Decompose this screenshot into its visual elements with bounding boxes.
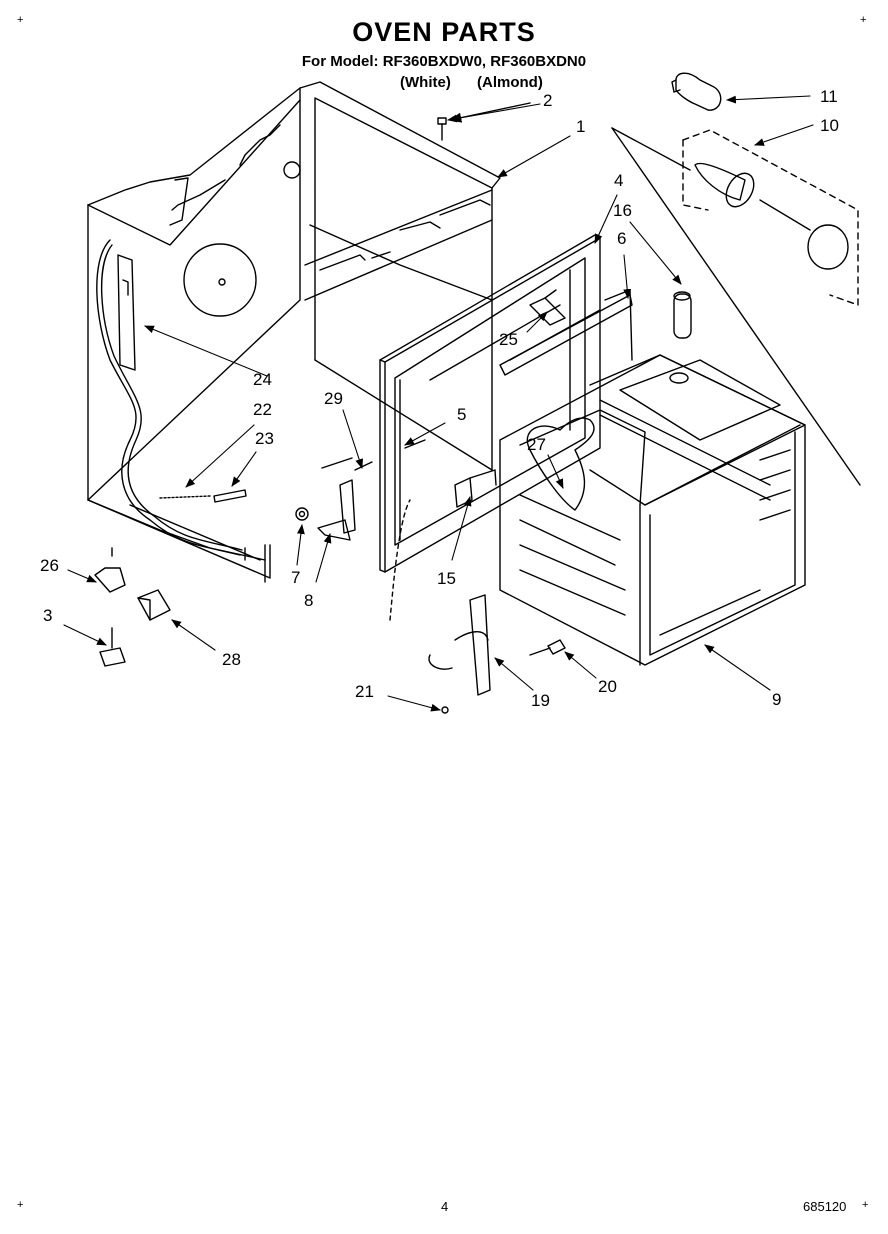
callout-7: 7 (291, 568, 301, 587)
callout-27: 27 (527, 435, 546, 454)
callout-1: 1 (576, 117, 586, 136)
small-parts (213, 439, 497, 621)
screw-20 (529, 639, 566, 656)
callout-15: 15 (437, 569, 456, 588)
oven-cabinet (87, 81, 501, 583)
callout-16: 16 (613, 201, 632, 220)
color-variants: (White) (Almond) (400, 74, 565, 91)
front-frame (379, 234, 601, 573)
callout-29: 29 (324, 389, 343, 408)
color-white: (White) (400, 74, 451, 91)
callout-2: 2 (543, 91, 553, 110)
model-line: For Model: RF360BXDW0, RF360BXDN0 (301, 53, 587, 70)
callout-19: 19 (531, 691, 550, 710)
callout-9: 9 (772, 690, 782, 709)
oven-box-9 (499, 354, 806, 666)
callout-4: 4 (614, 171, 624, 190)
cylinder-16 (669, 291, 692, 384)
callout-28: 28 (222, 650, 241, 669)
callout-10: 10 (820, 116, 839, 135)
callout-11: 11 (820, 87, 838, 106)
page-title: OVEN PARTS (352, 17, 536, 47)
callout-6: 6 (617, 229, 627, 248)
document-number: 685120 (803, 1199, 847, 1214)
callout-3: 3 (43, 606, 53, 625)
callout-20: 20 (598, 677, 617, 696)
hinge-19 (428, 594, 491, 714)
light-socket-10 (611, 127, 861, 486)
callout-23: 23 (255, 429, 274, 448)
callout-25: 25 (499, 330, 518, 349)
wire-harness (96, 239, 243, 556)
corner-mark-top-right: + (860, 14, 867, 26)
corner-mark-bottom-left: + (17, 1199, 24, 1211)
color-almond: (Almond) (477, 74, 543, 91)
corner-mark-top-left: + (17, 14, 24, 26)
callout-5: 5 (457, 405, 467, 424)
leader-lines (63, 95, 814, 712)
callout-24: 24 (253, 370, 272, 389)
callout-22: 22 (253, 400, 272, 419)
rack-support-6 (499, 289, 633, 376)
page-number: 4 (441, 1199, 449, 1214)
callout-26: 26 (40, 556, 59, 575)
leveling-parts (94, 547, 171, 667)
corner-mark-bottom-right: + (862, 1199, 869, 1211)
light-bulb-11 (671, 72, 722, 111)
callout-21: 21 (355, 682, 374, 701)
callout-8: 8 (304, 591, 314, 610)
